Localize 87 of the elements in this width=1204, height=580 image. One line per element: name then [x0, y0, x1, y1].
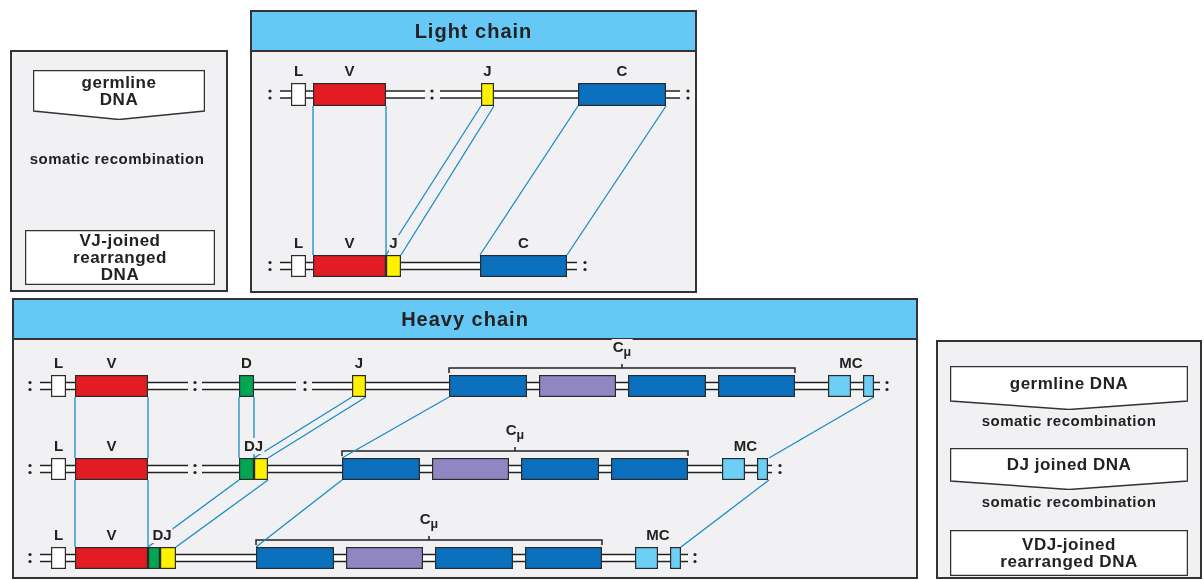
connector-line — [566, 105, 667, 256]
gene-segment — [75, 547, 148, 569]
gene-segment — [148, 547, 176, 569]
segment-label: MC — [732, 438, 759, 454]
connector-line — [680, 479, 770, 548]
panel — [250, 10, 697, 293]
box-label: VJ-joined rearranged DNA — [72, 230, 168, 285]
connector-line — [768, 396, 875, 459]
connector-line — [312, 105, 314, 256]
gene-segment — [352, 375, 366, 397]
gene-segment — [291, 83, 306, 106]
connector-line — [74, 396, 76, 459]
exon-group — [342, 458, 688, 480]
gene-segment — [313, 255, 386, 277]
gene-segment — [239, 375, 254, 397]
connector-line — [147, 479, 149, 548]
connector-line — [341, 396, 450, 459]
gene-segment — [828, 375, 874, 397]
segment-label: C — [615, 63, 629, 79]
gene-segment — [51, 458, 66, 480]
segment-label: C$_{μ}$ — [611, 339, 633, 360]
segment-label: C$_{μ}$ — [418, 511, 440, 532]
segment-label: C$_{μ}$ — [504, 422, 526, 443]
process-label: somatic recombination — [980, 412, 1158, 429]
step-arrow-box — [950, 448, 1188, 490]
gene-segment — [386, 255, 401, 277]
box-label: VDJ-joined rearranged DNA — [999, 534, 1139, 573]
segment-label: L — [292, 235, 305, 251]
segment-label: V — [105, 527, 118, 543]
segment-label: L — [52, 355, 65, 371]
connector-line — [385, 105, 387, 256]
panel-header: Light chain — [252, 12, 695, 52]
gene-segment — [722, 458, 769, 480]
segment-label: MC — [645, 527, 671, 543]
segment-label: J — [353, 355, 365, 371]
connector-line — [175, 479, 269, 548]
segment-label: D — [240, 355, 253, 371]
segment-label: DJ — [151, 527, 173, 543]
connector-line — [253, 396, 255, 459]
segment-label: C — [517, 235, 530, 251]
gene-segment — [75, 375, 148, 397]
box-label: DJ joined DNA — [1005, 454, 1133, 476]
step-arrow-box — [950, 366, 1188, 410]
exon-group — [449, 375, 795, 397]
gene-segment — [75, 458, 148, 480]
connector-line — [479, 105, 579, 256]
segment-label: V — [343, 63, 356, 79]
segment-label: MC — [838, 355, 864, 371]
process-label: somatic recombination — [28, 150, 206, 167]
segment-label: J — [388, 235, 399, 251]
segment-label: L — [292, 63, 305, 79]
gene-segment — [313, 83, 386, 106]
connector-line — [267, 396, 367, 459]
gene-segment — [578, 83, 666, 106]
panel — [10, 50, 228, 292]
gene-segment — [51, 375, 66, 397]
process-label: somatic recombination — [980, 493, 1158, 510]
panel — [936, 340, 1202, 579]
segment-label: V — [105, 438, 118, 454]
gene-segment — [635, 547, 681, 569]
step-box — [25, 230, 215, 285]
segment-label: V — [343, 235, 356, 251]
segment-label: L — [52, 527, 65, 543]
connector-line — [238, 396, 240, 459]
gene-segment — [239, 458, 268, 480]
segment-label: V — [105, 355, 118, 371]
connector-line — [147, 479, 240, 548]
gene-segment — [291, 255, 306, 277]
connector-line — [255, 479, 343, 548]
gene-segment — [51, 547, 66, 569]
segment-label: J — [482, 63, 493, 79]
connector-line — [147, 396, 149, 459]
box-label: germline DNA — [80, 71, 158, 111]
exon-group — [256, 547, 602, 569]
segment-label: L — [52, 438, 65, 454]
panel-header: Heavy chain — [14, 300, 916, 340]
step-box — [950, 530, 1188, 576]
box-label: germline DNA — [1008, 373, 1130, 395]
connector-line — [385, 105, 482, 256]
segment-label: DJ — [242, 438, 265, 454]
connector-line — [74, 479, 76, 548]
connector-line — [253, 396, 353, 459]
gene-segment — [481, 83, 494, 106]
gene-segment — [480, 255, 567, 277]
panel — [12, 298, 918, 579]
connector-line — [400, 105, 495, 256]
step-arrow-box — [33, 70, 205, 120]
